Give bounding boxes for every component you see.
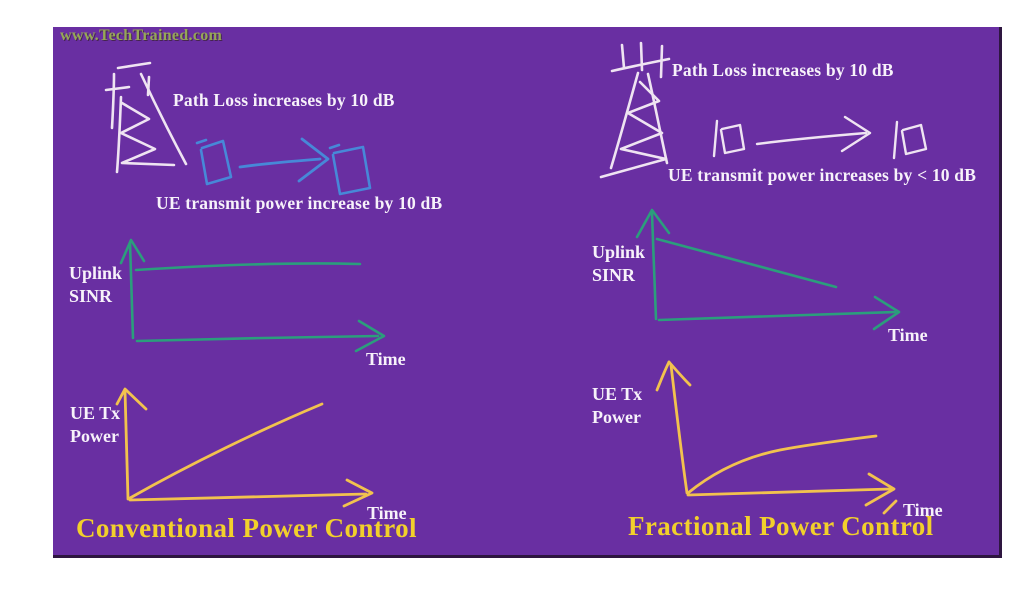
- right-sinr-axis-label: Uplink SINR: [592, 242, 646, 286]
- left-ue-power-text: UE transmit power increase by 10 dB: [156, 193, 443, 213]
- watermark-text: www.TechTrained.com: [60, 27, 223, 44]
- left-panel-title: Conventional Power Control: [76, 513, 417, 543]
- right-path-loss-text: Path Loss increases by 10 dB: [672, 60, 894, 80]
- right-tx-time-label: Time: [903, 500, 943, 520]
- left-sinr-time-label: Time: [366, 349, 406, 369]
- right-ue-power-text: UE transmit power increases by < 10 dB: [668, 165, 977, 185]
- right-tx-axis-label: UE Tx Power: [592, 384, 643, 428]
- left-tx-axis-label: UE Tx Power: [70, 403, 121, 447]
- right-sinr-time-label: Time: [888, 325, 928, 345]
- right-panel-title: Fractional Power Control: [628, 511, 934, 541]
- left-sinr-axis-label: Uplink SINR: [69, 263, 123, 307]
- left-path-loss-text: Path Loss increases by 10 dB: [173, 90, 395, 110]
- left-tx-time-label: Time: [367, 503, 407, 523]
